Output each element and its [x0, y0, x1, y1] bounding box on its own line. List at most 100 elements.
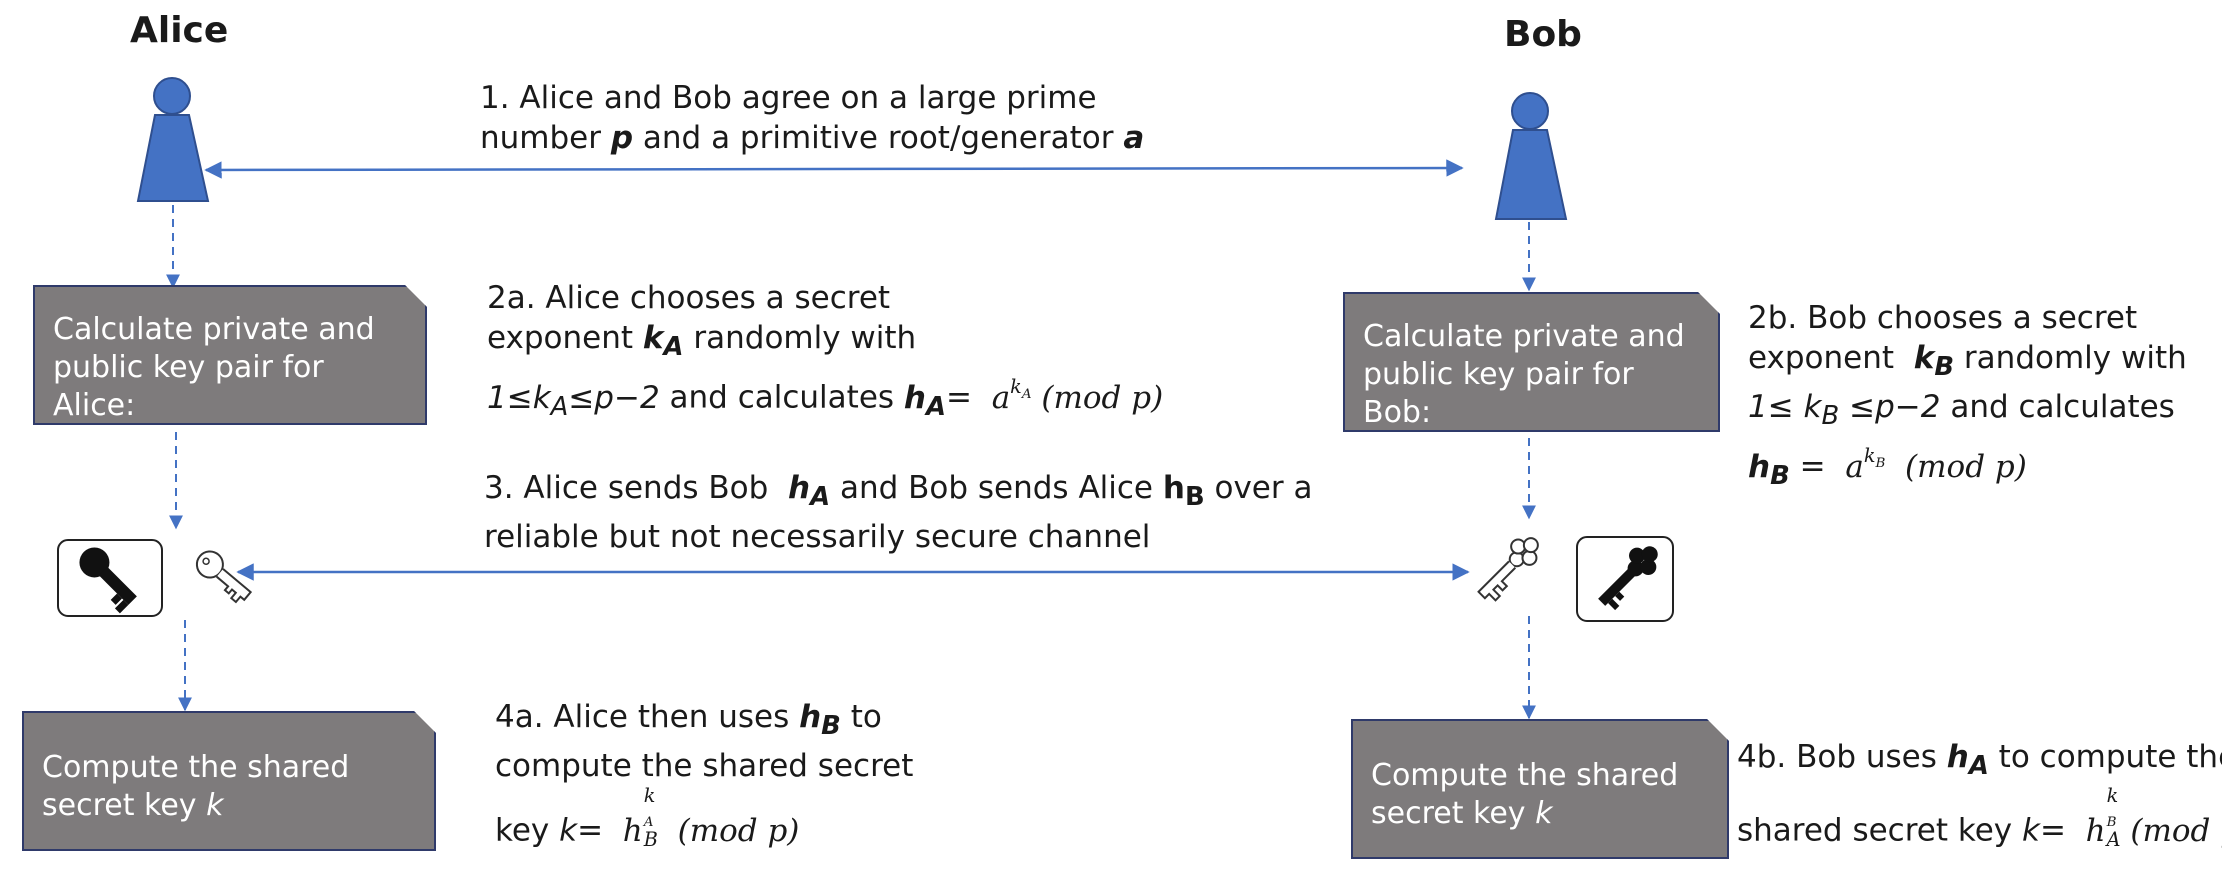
step-3-text: 3. Alice sends Bob hA and Bob sends Alic… — [484, 468, 1312, 557]
step-2b-h-sub: B — [1770, 460, 1790, 491]
alice-box2-k: k — [206, 788, 224, 823]
step-2b-line-4: hB = akB (mod p) — [1748, 436, 2187, 496]
step-2b-math-sup: k — [1863, 444, 1876, 468]
bob-box2-line-1: Compute the shared — [1371, 758, 1679, 793]
step-4b-l1b: to compute the — [1988, 739, 2222, 775]
step-4a-eq: = — [577, 812, 604, 849]
step-2b-line-3: 1≤ kB ≤p−2 and calculates — [1748, 387, 2187, 436]
step-2a-l3a: 1≤k — [487, 379, 551, 416]
step-4b-math-sub: A — [2106, 827, 2121, 851]
bob-person-icon — [1494, 92, 1568, 220]
step-2b-line-1: 2b. Bob chooses a secret — [1748, 300, 2138, 336]
step-2a-text: 2a. Alice chooses a secret exponent kA r… — [487, 278, 1163, 427]
step-3-l1a: 3. Alice sends Bob — [484, 470, 779, 506]
step-2b-k: k — [1913, 340, 1935, 376]
step-2a-h-sub: A — [925, 391, 946, 422]
step-4a-line-2: compute the shared secret — [495, 748, 914, 785]
step-2b-math-base: a — [1845, 448, 1864, 485]
ornate-key-filled-icon — [1576, 536, 1674, 622]
step-4b-math-sup-sub: B — [2106, 815, 2117, 831]
bob-box2-line-2: secret key k — [1371, 795, 1709, 833]
step-4a-math-sup-sub: A — [643, 815, 654, 831]
step-4b-eq: = — [2039, 812, 2066, 849]
step-4a-line-1: 4a. Alice then uses hB to — [495, 697, 913, 746]
ornate-key-outline-icon — [1477, 537, 1539, 602]
step-1-text: 1. Alice and Bob agree on a large prime … — [480, 78, 1144, 158]
step-4b-l2a: shared secret key — [1737, 812, 2022, 849]
step-4a-h: h — [799, 699, 822, 735]
bob-box1-line-2: public key pair for Bob: — [1363, 357, 1634, 430]
alice-box1-line-1: Calculate private and — [53, 312, 375, 347]
bob-box2-text: secret key — [1371, 796, 1536, 831]
step-2b-l3sub: B — [1821, 401, 1840, 432]
alice-name: Alice — [130, 10, 229, 51]
step-2b-text: 2b. Bob chooses a secret exponent kB ran… — [1748, 298, 2187, 496]
step-2b-l3b: ≤p−2 — [1839, 389, 1941, 426]
step-2a-line-2: exponent kA randomly with — [487, 318, 1163, 367]
step-2a-k: k — [642, 320, 664, 356]
alice-box2-text: secret key — [42, 788, 207, 823]
step-2a-k-sub: A — [663, 332, 684, 363]
step-2a-math-sup-sub: A — [1021, 387, 1032, 403]
step-2a-math-mod: (mod p) — [1041, 379, 1164, 416]
step-4a-math-sup: k — [643, 784, 656, 808]
step-3-l1c: over a — [1204, 470, 1313, 506]
step-3-hA: h — [788, 470, 811, 506]
step-2a-formula: akA (mod p) — [991, 375, 1164, 416]
step-2a-l2b: randomly with — [683, 320, 917, 356]
alice-box1-line-2: public key pair for Alice: — [53, 350, 324, 423]
step-1-text-b: and a primitive root/generator — [633, 120, 1124, 156]
step-4b-h: h — [1946, 739, 1969, 775]
step-2a-l3c: and calculates — [659, 379, 904, 416]
step-3-hB-sub: B — [1184, 482, 1205, 513]
step-2b-l2a: exponent — [1748, 340, 1904, 376]
step-2b-h: h — [1748, 448, 1771, 485]
step-4b-l1a: 4b. Bob uses — [1737, 739, 1947, 775]
step-4a-k: k — [559, 812, 578, 849]
prime-p: p — [610, 120, 634, 156]
bob-keypair-box: Calculate private and public key pair fo… — [1343, 292, 1720, 432]
step-4a-h-sub: B — [821, 711, 841, 742]
alice-shared-key-box: Compute the shared secret key k — [22, 711, 436, 851]
step-2b-eq: = — [1799, 448, 1826, 485]
step-4a-math-sub: B — [643, 827, 658, 851]
bob-shared-key-box: Compute the shared secret key k — [1351, 719, 1729, 859]
key-outline-icon — [195, 550, 253, 604]
agree-arrow — [204, 159, 1464, 179]
step-2a-eq: = — [945, 379, 972, 416]
alice-box2-line-2: secret key k — [42, 787, 416, 825]
step-2a-math-base: a — [991, 379, 1011, 416]
step-2b-math-sup-sub: B — [1875, 456, 1886, 472]
step-2b-k-sub: B — [1934, 352, 1955, 383]
step-2b-formula: akB (mod p) — [1845, 444, 2027, 485]
key-filled-icon — [57, 539, 163, 617]
step-2b-line-2: exponent kB randomly with — [1748, 338, 2187, 387]
step-2b-math-mod: (mod p) — [1905, 448, 2027, 485]
step-2b-l2b: randomly with — [1954, 340, 2187, 376]
step-3-l1b: and Bob sends Alice — [830, 470, 1163, 506]
step-1-line-2: number p and a primitive root/generator … — [480, 118, 1144, 158]
step-4a-l3a: key — [495, 812, 560, 849]
step-4a-math-mod: (mod p) — [677, 812, 800, 849]
generator-a: a — [1123, 120, 1145, 156]
step-1-line-1: 1. Alice and Bob agree on a large prime — [480, 80, 1097, 116]
step-2a-l2a: exponent — [487, 320, 643, 356]
step-4a-l1a: 4a. Alice then uses — [495, 699, 800, 735]
step-4b-math-base: h — [2085, 812, 2106, 849]
step-3-line-1: 3. Alice sends Bob hA and Bob sends Alic… — [484, 468, 1312, 517]
step-4b-text: 4b. Bob uses hA to compute the shared se… — [1737, 737, 2222, 851]
step-3-hB: h — [1162, 470, 1185, 506]
step-4b-math-mod: (mod p) — [2130, 812, 2222, 849]
step-4a-text: 4a. Alice then uses hB to compute the sh… — [495, 697, 913, 851]
alice-keypair-box: Calculate private and public key pair fo… — [33, 285, 427, 425]
step-2a-line-3: 1≤kA≤p−2 and calculates hA= akA (mod p) — [487, 367, 1163, 427]
step-1-text-a: number — [480, 120, 611, 156]
step-4a-l1b: to — [840, 699, 882, 735]
step-4b-k: k — [2022, 812, 2040, 849]
